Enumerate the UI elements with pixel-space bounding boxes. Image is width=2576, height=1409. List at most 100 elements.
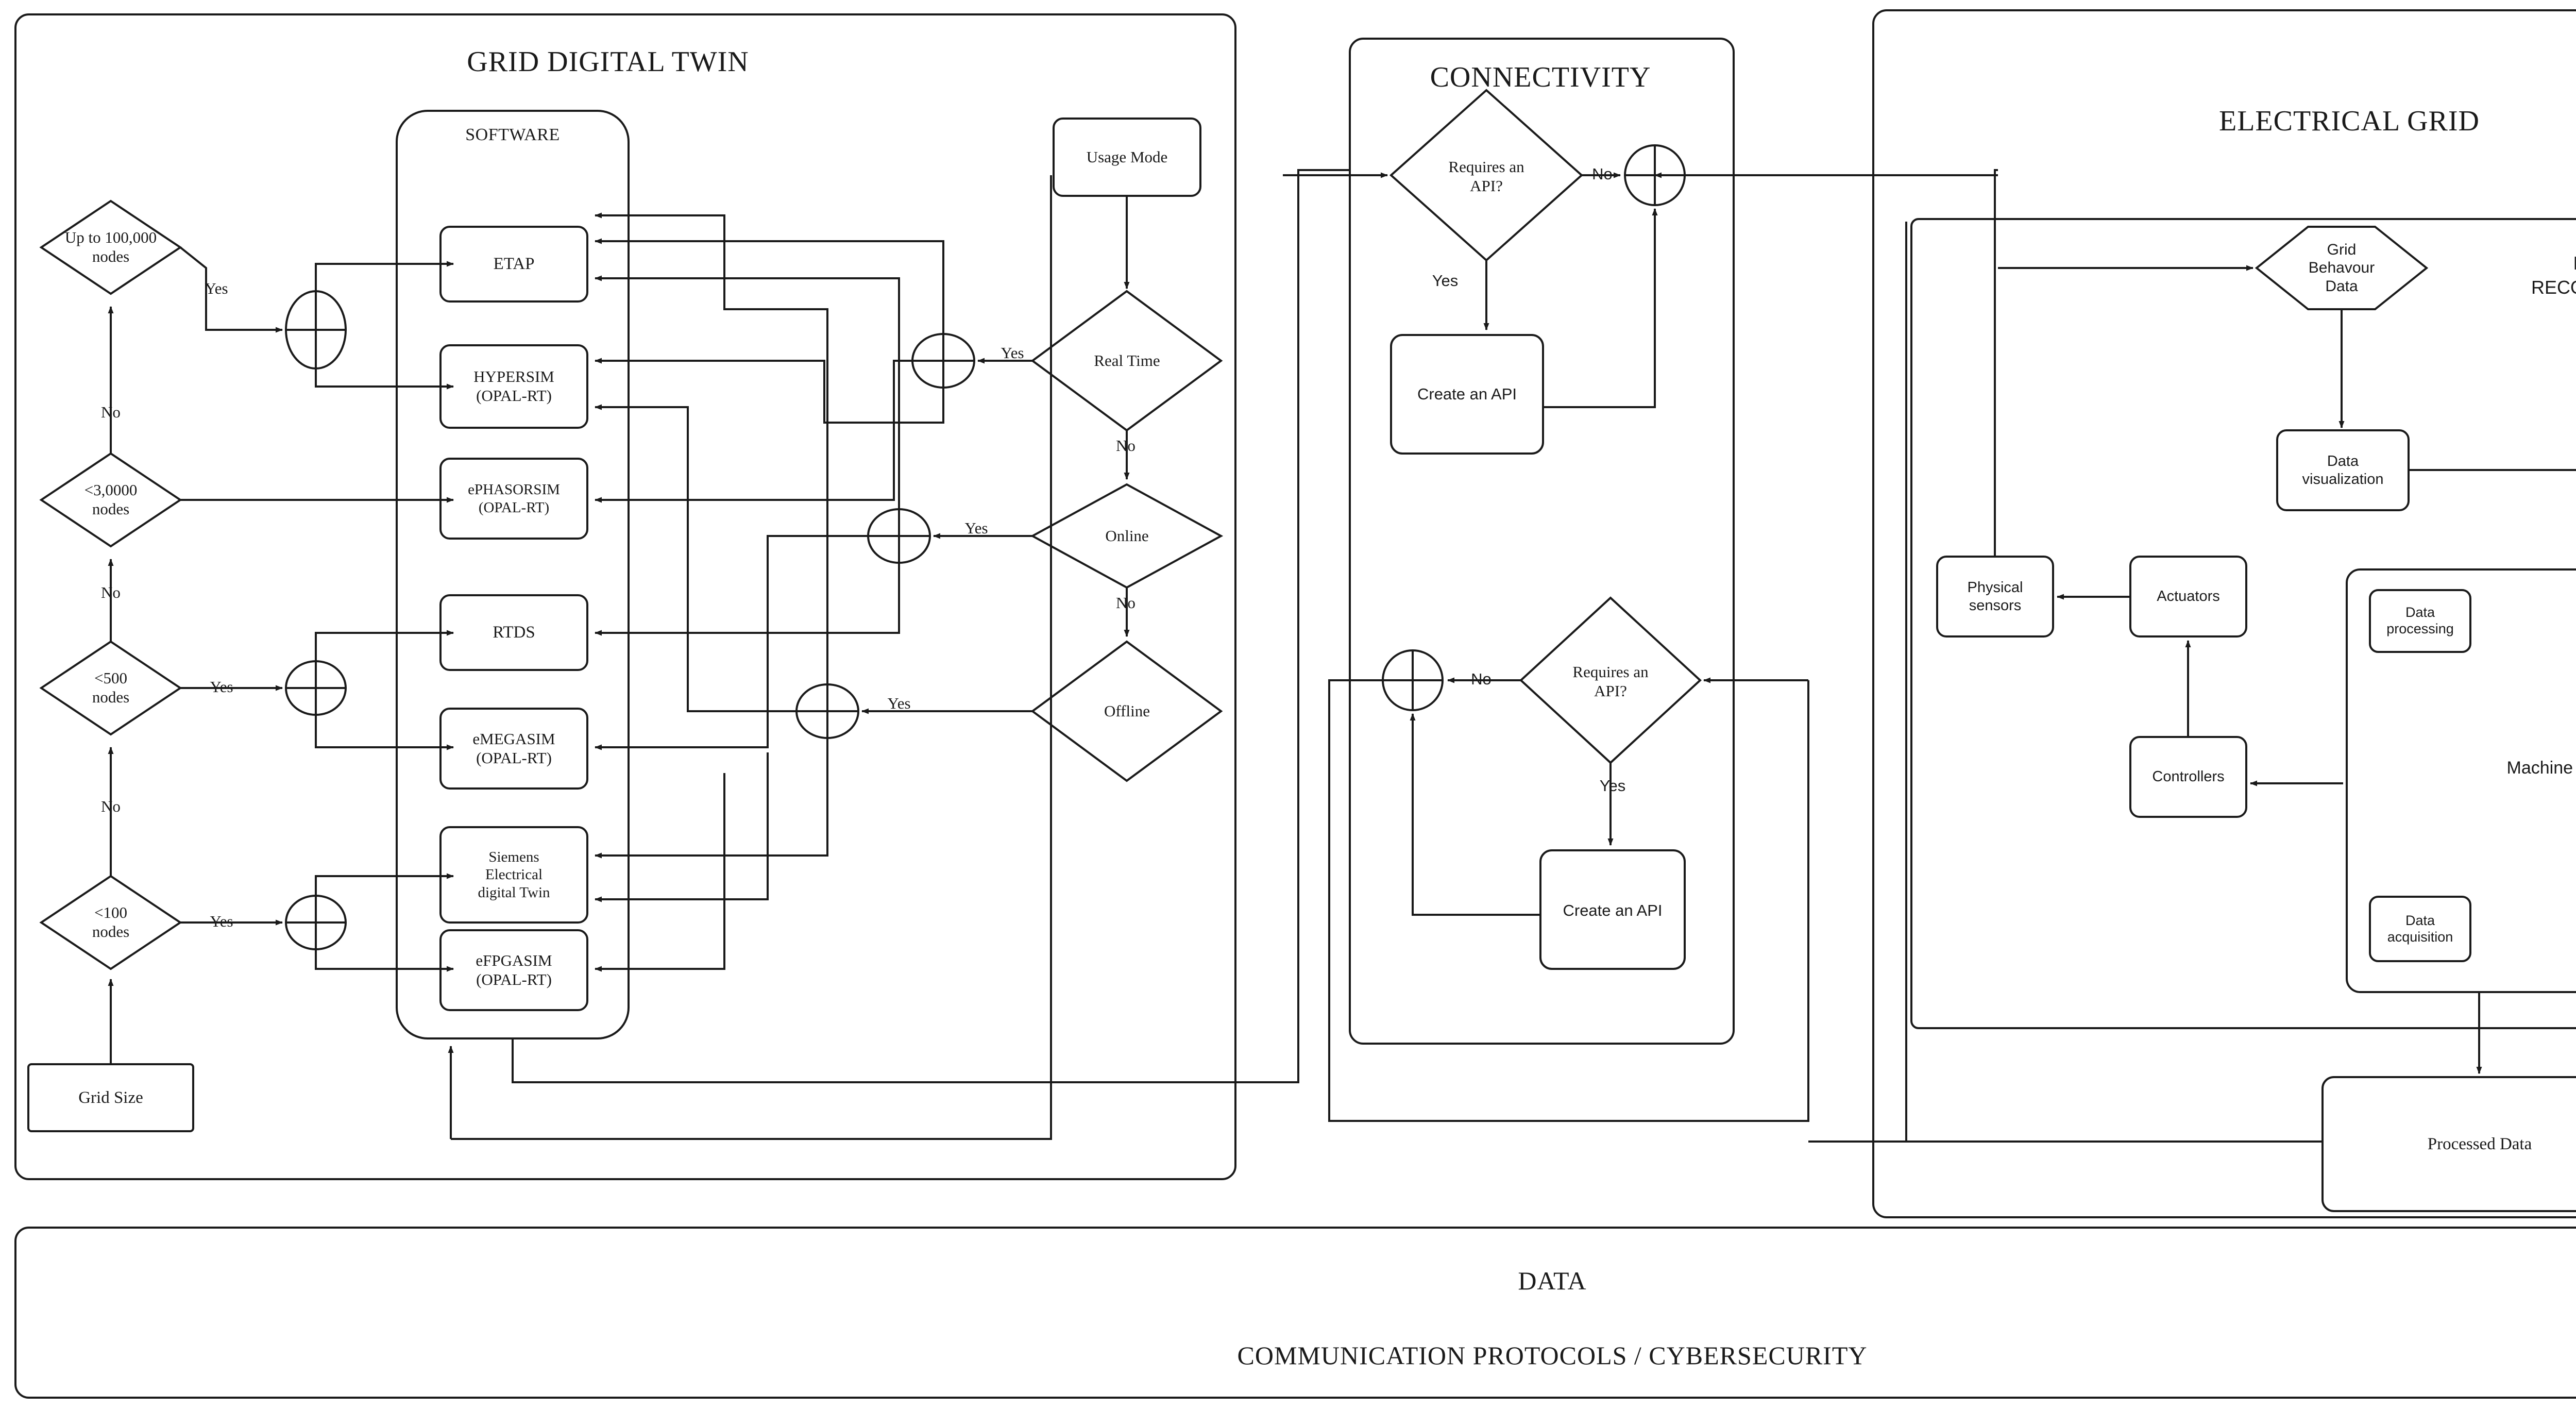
node-label-efpgasim[interactable]: eFPGASIM (OPAL-RT) [440,930,587,1010]
edge-offline-to-hypersim2 [595,404,796,712]
rtds-line1: RTDS [493,623,535,642]
node-label-etap[interactable]: ETAP [440,227,587,301]
footer-label-data: DATA [1518,1266,1587,1295]
edge-d100000-yes [179,246,283,333]
node-processed-data [2321,1076,2576,1212]
hypersim-line2: (OPAL-RT) [476,387,552,405]
edge-label-yes-online: Yes [964,518,988,537]
efpgasim-line1: eFPGASIM [476,951,552,969]
edge-label-no-100000: No [101,402,121,421]
panel-connectivity [1349,38,1735,1045]
decision-3000-nodes [39,452,182,548]
node-label-controllers[interactable]: Controllers [2152,768,2225,785]
siemens-line1: Siemens [488,849,539,866]
data-recognition-line1: DATA [2573,251,2576,276]
edge-label-no-3000: No [101,583,121,601]
hypersim-line1: HYPERSIM [473,367,554,386]
node-create-api-2 [1539,849,1686,970]
panel-title-grid-digital-twin: GRID DIGITAL TWIN [467,45,749,78]
node-ephasorsim [439,458,588,540]
ml-data-processing-line2: processing [2386,621,2454,636]
panel-footer [14,1227,2576,1399]
data-visualization-line1: Data [2327,453,2359,470]
decision-label-online[interactable]: Online [1105,526,1149,545]
panel-grid-digital-twin [14,13,1236,1180]
edge-label-yes-api-1: Yes [1432,271,1459,290]
edge-label-no-real-time: No [1116,436,1136,455]
ephasorsim-line1: ePHASORSIM [468,481,560,498]
edge-offline-to-siemens [595,738,828,859]
edge-label-no-api-2: No [1471,669,1492,688]
decision-100-line1: <100 [94,903,127,922]
group-machine-learning [2346,568,2576,993]
decision-label-3000-nodes[interactable]: <3,0000 nodes [33,472,188,528]
edge-label-yes-100: Yes [210,912,233,930]
node-siemens [439,826,588,924]
panel-title-electrical-grid: ELECTRICAL GRID [2219,105,2480,137]
edge-online-to-rtds [595,563,900,636]
edge-mergetop-hypersim [315,330,454,390]
node-grid-behaviour-data [2255,226,2429,310]
node-label-usage-mode[interactable]: Usage Mode [1086,147,1168,166]
decision-label-real-time[interactable]: Real Time [1094,351,1160,370]
node-label-processed-data[interactable]: Processed Data [2427,1134,2532,1153]
edge-label-yes-500: Yes [210,677,233,696]
node-label-ml-data-processing[interactable]: Data processing [2370,590,2470,652]
node-emegasim [439,708,588,790]
decision-label-500-nodes[interactable]: <500 nodes [33,660,188,716]
decision-label-offline[interactable]: Offline [1104,701,1150,720]
node-label-grid-size[interactable]: Grid Size [78,1088,143,1107]
data-recognition-line2: RECOGNITION [2531,277,2576,298]
node-label-create-api-1[interactable]: Create an API [1417,384,1517,403]
edge-offline-to-etap3 [595,212,828,684]
decision-100000-nodes [39,199,182,295]
node-label-emegasim[interactable]: eMEGASIM (OPAL-RT) [440,709,587,789]
node-label-grid-behaviour-data[interactable]: Grid Behavour Data [2264,229,2419,307]
node-label-actuators[interactable]: Actuators [2157,588,2220,605]
decision-100-nodes [39,875,182,970]
node-label-data-visualization[interactable]: Data visualization [2275,430,2411,510]
edge-merge2-out-left [1328,679,1809,1122]
node-label-ml-data-acquisition[interactable]: Data acquisition [2370,897,2470,961]
edge-label-yes-offline: Yes [887,694,911,712]
edge-createapi1-to-merge [1543,208,1658,408]
decision-label-100000-nodes[interactable]: Up to 100,000 nodes [33,219,188,276]
edge-offline-to-efpgasim [595,773,725,972]
node-hypersim [439,344,588,429]
edge-return-into-software [451,175,1052,1140]
edge-realtime-to-hypersim [595,358,944,424]
edge-merge500-emegasim [315,688,454,750]
edge-offline-to-siemens2 [595,752,769,902]
requires-api-2-line2: API? [1594,681,1627,700]
edge-label-yes-api-2: Yes [1599,776,1626,795]
decision-label-requires-api-1[interactable]: Requires an API? [1419,149,1553,204]
node-label-hypersim[interactable]: HYPERSIM (OPAL-RT) [440,345,587,428]
node-label-create-api-2[interactable]: Create an API [1563,901,1663,919]
data-visualization-line2: visualization [2302,471,2384,488]
requires-api-2-line1: Requires an [1572,662,1649,681]
ephasorsim-line2: (OPAL-RT) [478,499,550,516]
etap-line1: ETAP [493,255,535,274]
edge-label-no-api-1: No [1592,164,1613,183]
decision-100000-line1: Up to 100,000 [64,228,157,247]
edge-createapi2-to-merge2 [1410,713,1540,916]
node-label-rtds[interactable]: RTDS [440,595,587,670]
edge-software-out-bottom [512,169,1350,1083]
decision-label-requires-api-2[interactable]: Requires an API? [1544,655,1677,709]
decision-3000-line2: nodes [92,500,130,518]
edge-sensors-up [1994,169,1998,557]
group-title-data-recognition: DATA RECOGNITION [2452,247,2576,304]
edge-label-no-online: No [1116,593,1136,612]
decision-3000-line1: <3,0000 [84,481,138,499]
node-label-physical-sensors[interactable]: Physical sensors [1937,557,2053,636]
siemens-line3: digital Twin [478,884,550,901]
node-label-siemens[interactable]: Siemens Electrical digital Twin [440,827,587,922]
edge-label-no-500: No [101,797,121,815]
decision-500-line1: <500 [94,669,127,687]
node-label-ephasorsim[interactable]: ePHASORSIM (OPAL-RT) [438,459,590,539]
decision-label-100-nodes[interactable]: <100 nodes [33,894,188,951]
group-title-software: SOFTWARE [465,125,560,145]
decision-offline [1030,640,1223,782]
